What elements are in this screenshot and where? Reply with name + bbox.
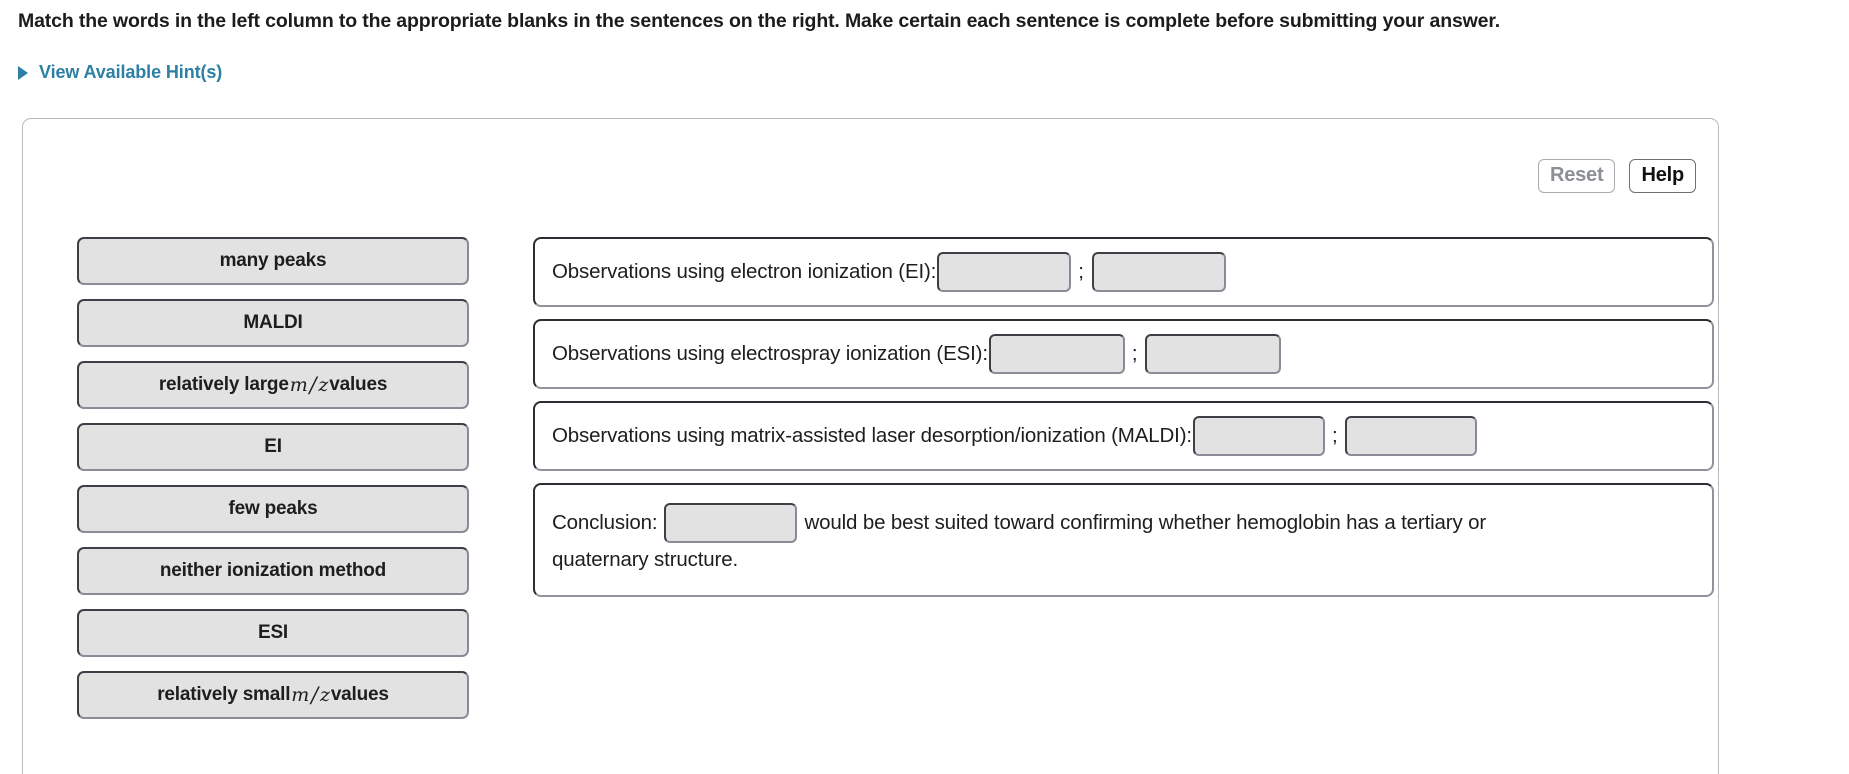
help-button[interactable]: Help [1629, 159, 1696, 193]
word-tile-suffix: values [330, 684, 389, 705]
math-m: m [289, 374, 308, 396]
word-tile-label: few peaks [228, 498, 318, 519]
math-m: m [291, 684, 310, 706]
word-tile-label: neither ionization method [159, 560, 387, 581]
sentence-lead: Observations using matrix-assisted laser… [552, 424, 1192, 447]
drop-zone-maldi-1[interactable] [1192, 416, 1325, 456]
word-tile-relatively-large-mz[interactable]: relatively large m/z values [77, 361, 469, 409]
sentence-row-ei: Observations using electron ionization (… [533, 237, 1714, 307]
drop-zone-esi-1[interactable] [988, 334, 1125, 374]
word-tile-few-peaks[interactable]: few peaks [77, 485, 469, 533]
conclusion-after-text: would be best suited toward confirming w… [804, 511, 1487, 534]
drop-zone-maldi-2[interactable] [1345, 416, 1478, 456]
blank-separator: ; [1078, 260, 1084, 283]
word-tile-esi[interactable]: ESI [77, 609, 469, 657]
word-tile-ei[interactable]: EI [77, 423, 469, 471]
sentence-lead: Observations using electrospray ionizati… [552, 342, 988, 365]
word-tile-relatively-small-mz[interactable]: relatively small m/z values [77, 671, 469, 719]
sentence-row-esi: Observations using electrospray ionizati… [533, 319, 1714, 389]
word-tile-maldi[interactable]: MALDI [77, 299, 469, 347]
word-tile-label: MALDI [243, 312, 303, 333]
word-tile-label: EI [264, 436, 282, 457]
word-tile-prefix: relatively large [158, 374, 289, 395]
view-hints-toggle[interactable]: View Available Hint(s) [18, 62, 222, 83]
math-z: z [320, 684, 330, 706]
conclusion-lead: Conclusion: [552, 511, 658, 534]
word-bank: many peaks MALDI relatively large m/z va… [77, 237, 469, 733]
triangle-right-icon [18, 65, 28, 80]
math-slash: / [309, 373, 317, 397]
page-title: Match the words in the left column to th… [18, 10, 1500, 32]
reset-button[interactable]: Reset [1537, 159, 1616, 193]
panel-toolbar: Reset Help [1537, 159, 1696, 193]
sentence-row-maldi: Observations using matrix-assisted laser… [533, 401, 1714, 471]
drop-zone-conclusion[interactable] [664, 503, 798, 543]
word-tile-label: many peaks [219, 250, 327, 271]
activity-panel: Reset Help many peaks MALDI relatively l… [22, 118, 1719, 774]
conclusion-second-line: quaternary structure. [552, 548, 738, 571]
blank-separator: ; [1131, 342, 1138, 365]
word-tile-label: ESI [257, 622, 289, 643]
word-tile-many-peaks[interactable]: many peaks [77, 237, 469, 285]
math-slash: / [311, 683, 318, 707]
sentence-lead: Observations using electron ionization (… [552, 260, 937, 283]
sentence-row-conclusion: Conclusion: would be best suited toward … [533, 483, 1714, 597]
sentence-column: Observations using electron ionization (… [533, 237, 1714, 609]
word-tile-prefix: relatively small [157, 684, 291, 705]
word-tile-neither-ionization-method[interactable]: neither ionization method [77, 547, 469, 595]
drop-zone-esi-2[interactable] [1145, 334, 1282, 374]
math-z: z [318, 374, 329, 396]
drop-zone-ei-1[interactable] [937, 252, 1072, 292]
blank-separator: ; [1331, 424, 1338, 447]
view-hints-label: View Available Hint(s) [39, 62, 223, 82]
word-tile-suffix: values [329, 374, 388, 395]
drop-zone-ei-2[interactable] [1091, 252, 1226, 292]
